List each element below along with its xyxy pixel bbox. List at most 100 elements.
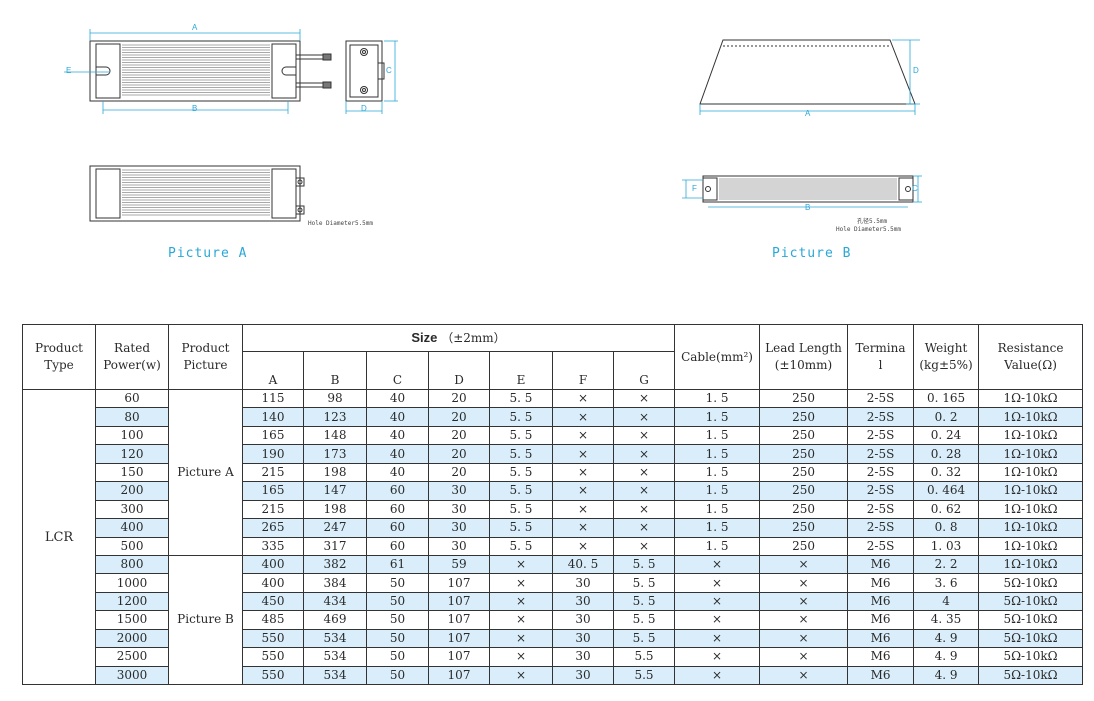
table-cell: ×: [674, 628, 761, 649]
table-cell: 50: [366, 647, 429, 667]
header-size-b: B: [303, 351, 367, 390]
table-cell: ×: [489, 573, 553, 593]
table-cell: 60: [366, 481, 429, 501]
table-cell: 2-5S: [847, 388, 915, 409]
table-cell: 173: [303, 444, 367, 464]
table-cell: 30: [552, 573, 614, 593]
table-cell: 5. 5: [489, 499, 553, 520]
table-cell: 148: [303, 425, 367, 446]
table-cell: 250: [759, 499, 849, 520]
table-cell: 98: [303, 388, 367, 409]
table-cell: 215: [242, 462, 304, 483]
table-cell: 0. 2: [913, 407, 980, 427]
table-cell: 5. 5: [612, 591, 676, 612]
table-cell: 4. 9: [913, 647, 980, 667]
table-cell: ×: [612, 407, 676, 427]
dim-label-b-a: A: [805, 109, 811, 118]
header-size-f: F: [552, 351, 614, 390]
table-cell: ×: [552, 462, 614, 483]
resistor-b-bottom-view: [702, 175, 914, 203]
table-cell: 1Ω-10kΩ: [978, 499, 1084, 520]
table-cell: ×: [552, 499, 614, 520]
table-cell: 5.5: [612, 647, 676, 667]
table-cell: 0. 8: [913, 518, 980, 538]
table-cell: 50: [366, 610, 429, 630]
table-cell: 198: [303, 499, 367, 520]
table-cell: 250: [759, 518, 849, 538]
table-cell: 3. 6: [913, 573, 980, 593]
table-cell: 215: [242, 499, 304, 520]
dim-label-c: C: [386, 66, 392, 75]
table-cell: 247: [303, 518, 367, 538]
table-cell: 165: [242, 481, 304, 501]
table-cell: 80: [95, 407, 169, 427]
table-cell: 2-5S: [847, 518, 915, 538]
table-cell: 1Ω-10kΩ: [978, 407, 1084, 427]
table-cell: 1000: [95, 573, 169, 593]
table-cell: 2-5S: [847, 425, 915, 446]
table-cell: 60: [95, 388, 169, 409]
table-cell: ×: [674, 647, 761, 667]
table-cell: 60: [366, 518, 429, 538]
table-cell: 5. 5: [489, 407, 553, 427]
table-cell: 1. 5: [674, 444, 761, 464]
table-cell: 30: [428, 518, 490, 538]
table-cell: ×: [674, 665, 761, 686]
table-cell: 5. 5: [612, 573, 676, 593]
technical-drawings: [64, 29, 922, 222]
table-cell: ×: [612, 425, 676, 446]
table-cell: M6: [847, 554, 915, 575]
table-cell: 2000: [95, 628, 169, 649]
product-type-cell: LCR: [22, 389, 96, 685]
table-cell: 40. 5: [552, 554, 614, 575]
table-cell: 100: [95, 425, 169, 446]
table-cell: 0. 165: [913, 388, 980, 409]
table-cell: 485: [242, 610, 304, 630]
table-cell: 5Ω-10kΩ: [978, 647, 1084, 667]
table-cell: ×: [759, 573, 849, 593]
header-size: Size （±2mm）: [241, 324, 676, 352]
table-cell: 1Ω-10kΩ: [978, 444, 1084, 464]
table-cell: 1. 5: [674, 518, 761, 538]
table-cell: 1Ω-10kΩ: [978, 554, 1084, 575]
table-cell: 250: [759, 536, 849, 556]
table-cell: 5Ω-10kΩ: [978, 610, 1084, 630]
table-cell: 800: [95, 554, 169, 575]
caption-picture-a: Picture A: [168, 246, 248, 261]
table-cell: 384: [303, 573, 367, 593]
table-cell: 1. 5: [674, 388, 761, 409]
table-cell: ×: [489, 554, 553, 575]
table-cell: 5. 5: [489, 462, 553, 483]
table-cell: 60: [366, 499, 429, 520]
table-cell: ×: [552, 536, 614, 556]
table-cell: 0. 32: [913, 462, 980, 483]
table-cell: 120: [95, 444, 169, 464]
table-cell: M6: [847, 610, 915, 630]
table-cell: 107: [428, 573, 490, 593]
table-cell: 1. 5: [674, 499, 761, 520]
dim-label-a: A: [192, 23, 198, 32]
table-cell: 2-5S: [847, 499, 915, 520]
resistor-a-end-view: [345, 40, 385, 102]
table-cell: 300: [95, 499, 169, 520]
table-cell: 534: [303, 647, 367, 667]
table-cell: 250: [759, 481, 849, 501]
table-cell: 5Ω-10kΩ: [978, 628, 1084, 649]
table-cell: 3000: [95, 665, 169, 686]
resistor-a-bottom-view: [89, 165, 305, 222]
table-cell: 5Ω-10kΩ: [978, 665, 1084, 686]
table-cell: 335: [242, 536, 304, 556]
table-cell: M6: [847, 591, 915, 612]
table-cell: 30: [552, 610, 614, 630]
table-cell: 5. 5: [489, 444, 553, 464]
table-cell: M6: [847, 647, 915, 667]
